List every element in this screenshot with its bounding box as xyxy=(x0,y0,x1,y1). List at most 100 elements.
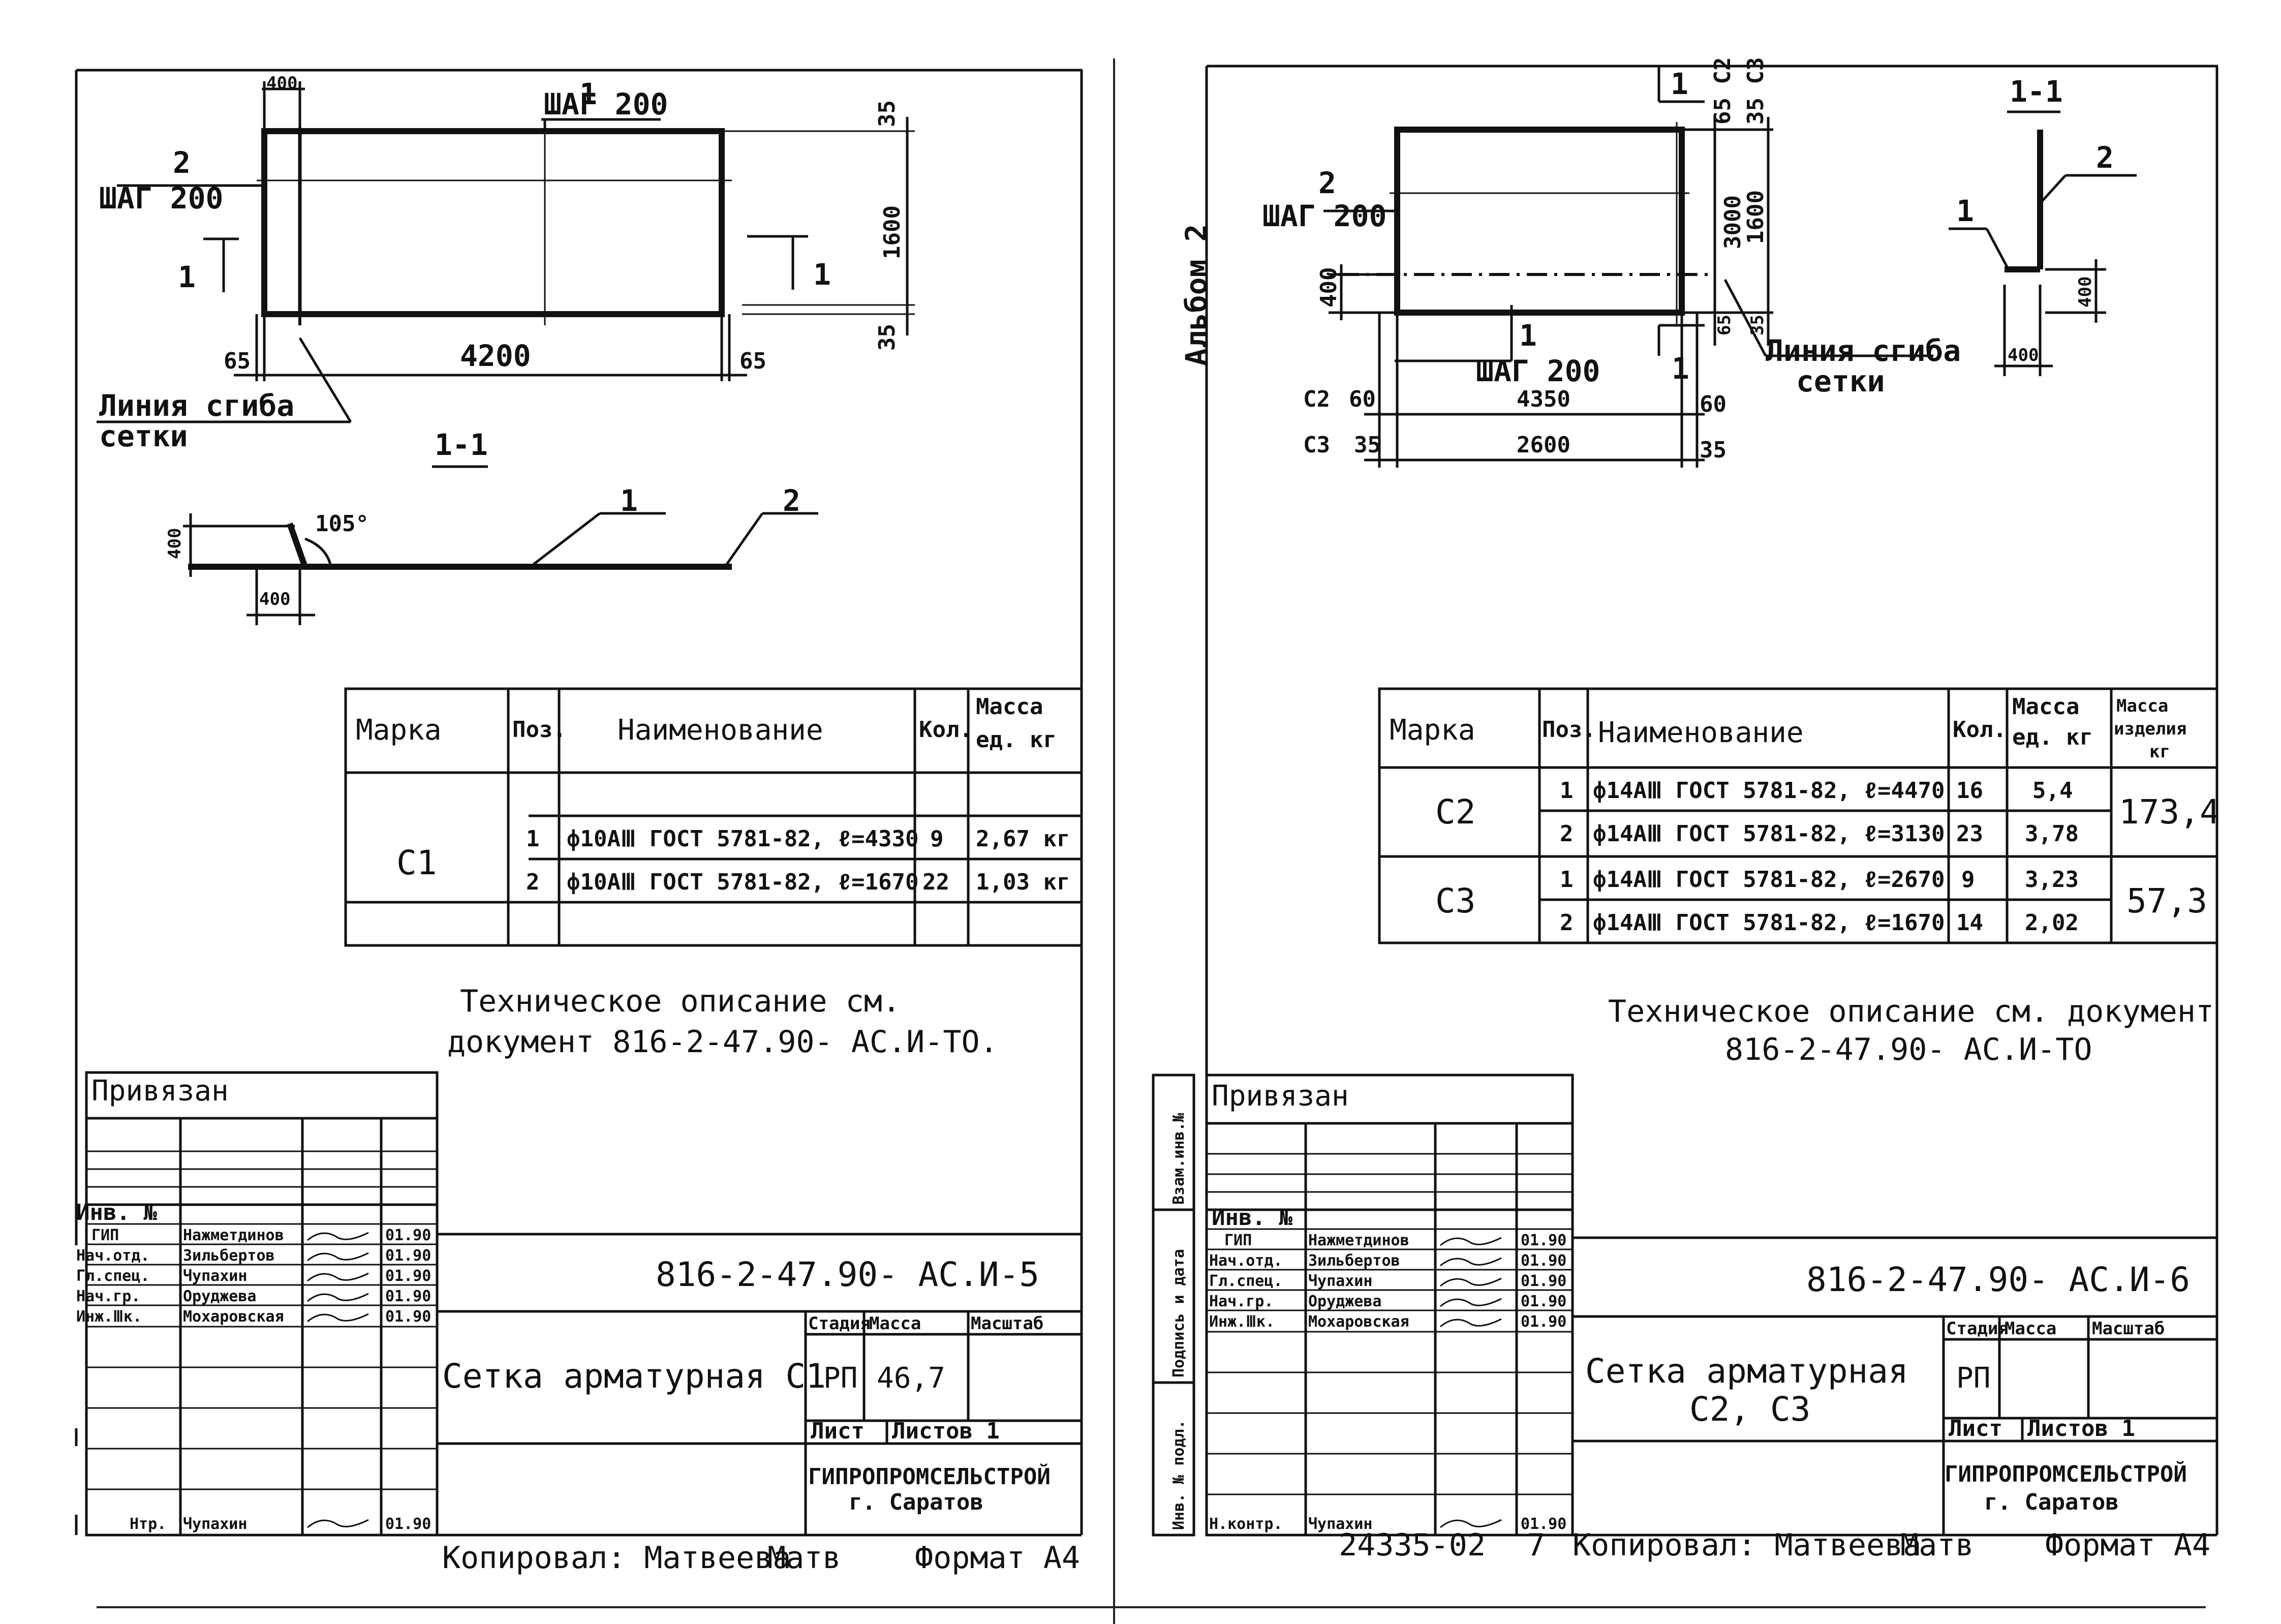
svg-text:Зильбертов: Зильбертов xyxy=(183,1247,275,1265)
svg-text:1: 1 xyxy=(1956,194,1974,228)
signature-mark xyxy=(307,1232,369,1241)
signature-mark xyxy=(1440,1237,1502,1246)
svg-text:Взам.инв.№: Взам.инв.№ xyxy=(1170,1112,1188,1205)
svg-text:Зильбертов: Зильбертов xyxy=(1308,1252,1400,1270)
svg-text:Масштаб: Масштаб xyxy=(2092,1319,2165,1339)
svg-text:35: 35 xyxy=(1747,315,1768,335)
svg-text:ф14АⅢ ГОСТ 5781-82, ℓ=2670: ф14АⅢ ГОСТ 5781-82, ℓ=2670 xyxy=(1593,867,1945,893)
svg-text:С2: С2 xyxy=(1303,386,1330,412)
svg-text:Марка: Марка xyxy=(356,714,442,747)
svg-text:Чупахин: Чупахин xyxy=(1308,1515,1372,1533)
spec-table-right: Марка Поз. Наименование Кол. Масса ед. к… xyxy=(1378,687,2220,944)
svg-text:14: 14 xyxy=(1956,910,1983,936)
svg-text:4350: 4350 xyxy=(1517,386,1570,412)
signature-mark xyxy=(1440,1519,1502,1528)
svg-text:60: 60 xyxy=(1349,386,1376,412)
svg-text:Чупахин: Чупахин xyxy=(1308,1272,1372,1290)
svg-text:400: 400 xyxy=(1316,267,1342,308)
svg-text:г. Саратов: г. Саратов xyxy=(1984,1489,2119,1515)
svg-text:Гл.спец.: Гл.спец. xyxy=(76,1267,150,1285)
svg-text:Поз.: Поз. xyxy=(512,717,566,743)
svg-text:Привязан: Привязан xyxy=(91,1075,229,1108)
svg-text:01.90: 01.90 xyxy=(385,1288,431,1305)
svg-text:РП: РП xyxy=(823,1362,857,1395)
svg-text:1-1: 1-1 xyxy=(2010,74,2063,109)
svg-text:65: 65 xyxy=(739,348,766,374)
note-line-2: 816-2-47.90- АС.И-ТО xyxy=(1725,1032,2092,1067)
svg-text:Н.контр.: Н.контр. xyxy=(1209,1515,1283,1533)
title-block-right: Привязан Инв. № ГИП Нач.отд. Гл.спец. На… xyxy=(1205,1074,2217,1537)
svg-text:Лист: Лист xyxy=(1949,1416,2002,1442)
svg-text:1: 1 xyxy=(1560,867,1574,893)
mesh-plan: 400 1 ШАГ 200 35 1600 35 2 ШАГ 200 1 1 6… xyxy=(97,73,915,453)
svg-text:Чупахин: Чупахин xyxy=(183,1267,247,1285)
bottom-rule xyxy=(97,1606,2206,1608)
svg-text:2: 2 xyxy=(2096,140,2114,175)
svg-text:1-1: 1-1 xyxy=(435,427,488,462)
svg-text:Гл.спец.: Гл.спец. xyxy=(1209,1272,1283,1290)
svg-text:ГИП: ГИП xyxy=(1224,1232,1252,1249)
svg-text:65 С2: 65 С2 xyxy=(1710,57,1736,125)
svg-text:С2: С2 xyxy=(1435,792,1475,832)
svg-text:1,03 кг: 1,03 кг xyxy=(976,869,1070,895)
signature-mark xyxy=(1440,1277,1502,1287)
svg-text:ГИПРОПРОМСЕЛЬСТРОЙ: ГИПРОПРОМСЕЛЬСТРОЙ xyxy=(808,1463,1051,1490)
svg-text:Листов 1: Листов 1 xyxy=(2027,1416,2135,1442)
svg-text:Подпись и дата: Подпись и дата xyxy=(1170,1249,1188,1377)
svg-text:Мохаровская: Мохаровская xyxy=(183,1308,284,1326)
svg-text:105°: 105° xyxy=(315,511,369,537)
svg-text:01.90: 01.90 xyxy=(385,1227,431,1244)
svg-text:ШАГ 200: ШАГ 200 xyxy=(1262,199,1386,233)
signature-mark xyxy=(1440,1318,1502,1328)
svg-text:01.90: 01.90 xyxy=(1521,1293,1566,1310)
svg-text:35: 35 xyxy=(1700,437,1727,463)
svg-text:Инв. №: Инв. № xyxy=(1212,1205,1292,1231)
svg-text:3,78: 3,78 xyxy=(2025,821,2079,847)
svg-text:01.90: 01.90 xyxy=(1521,1515,1566,1533)
svg-text:Чупахин: Чупахин xyxy=(183,1515,247,1533)
svg-text:ГИПРОПРОМСЕЛЬСТРОЙ: ГИПРОПРОМСЕЛЬСТРОЙ xyxy=(1945,1460,2187,1487)
svg-text:35 С3: 35 С3 xyxy=(1743,57,1769,125)
svg-text:Стадия: Стадия xyxy=(808,1313,871,1334)
svg-text:Линия сгиба: Линия сгиба xyxy=(99,388,294,423)
svg-text:изделия: изделия xyxy=(2114,719,2186,739)
svg-text:1: 1 xyxy=(813,257,831,292)
svg-text:Нажметдинов: Нажметдинов xyxy=(183,1227,284,1244)
svg-text:400: 400 xyxy=(2075,277,2095,308)
signature-mark xyxy=(307,1293,369,1302)
svg-text:1: 1 xyxy=(1519,318,1537,353)
copied-by: Копировал: Матвеева xyxy=(442,1540,791,1576)
svg-text:г. Саратов: г. Саратов xyxy=(849,1489,983,1515)
svg-text:сетки: сетки xyxy=(1796,364,1885,399)
svg-text:Нажметдинов: Нажметдинов xyxy=(1308,1232,1409,1249)
svg-text:Масса: Масса xyxy=(869,1313,921,1334)
svg-text:173,4: 173,4 xyxy=(2119,792,2220,832)
mesh-plan-c2-c3: 1 65 С2 35 С3 2 ШАГ 200 3000 1600 400 1 … xyxy=(1262,57,1961,468)
svg-text:01.90: 01.90 xyxy=(1521,1232,1566,1249)
svg-text:01.90: 01.90 xyxy=(385,1247,431,1265)
svg-text:1: 1 xyxy=(1671,67,1688,101)
svg-text:С3: С3 xyxy=(1435,881,1475,921)
svg-text:35: 35 xyxy=(874,100,900,127)
svg-text:60: 60 xyxy=(1700,391,1727,417)
svg-text:Наименование: Наименование xyxy=(1598,716,1804,749)
svg-text:Масса: Масса xyxy=(976,694,1043,720)
svg-text:ГИП: ГИП xyxy=(91,1227,119,1244)
svg-text:Стадия: Стадия xyxy=(1946,1319,2009,1339)
svg-text:Кол.: Кол. xyxy=(919,717,973,743)
svg-text:01.90: 01.90 xyxy=(1521,1252,1566,1270)
album-label: Альбом 2 xyxy=(1179,224,1214,366)
mesh-outline xyxy=(261,128,725,317)
svg-text:ед. кг: ед. кг xyxy=(2012,724,2093,750)
svg-text:65: 65 xyxy=(1714,315,1735,335)
svg-text:2: 2 xyxy=(173,145,191,180)
svg-text:Масса: Масса xyxy=(2012,694,2079,720)
svg-text:1: 1 xyxy=(178,260,196,294)
archive-number: 24335-02 xyxy=(1339,1527,1486,1563)
signature-mark xyxy=(307,1313,369,1323)
svg-text:2: 2 xyxy=(1560,910,1574,936)
svg-text:Линия сгиба: Линия сгиба xyxy=(1766,333,1961,368)
svg-text:2600: 2600 xyxy=(1517,432,1570,458)
svg-text:Инж.Ⅲк.: Инж.Ⅲк. xyxy=(76,1308,142,1326)
svg-text:816-2-47.90- АС.И-6: 816-2-47.90- АС.И-6 xyxy=(1806,1260,2190,1299)
